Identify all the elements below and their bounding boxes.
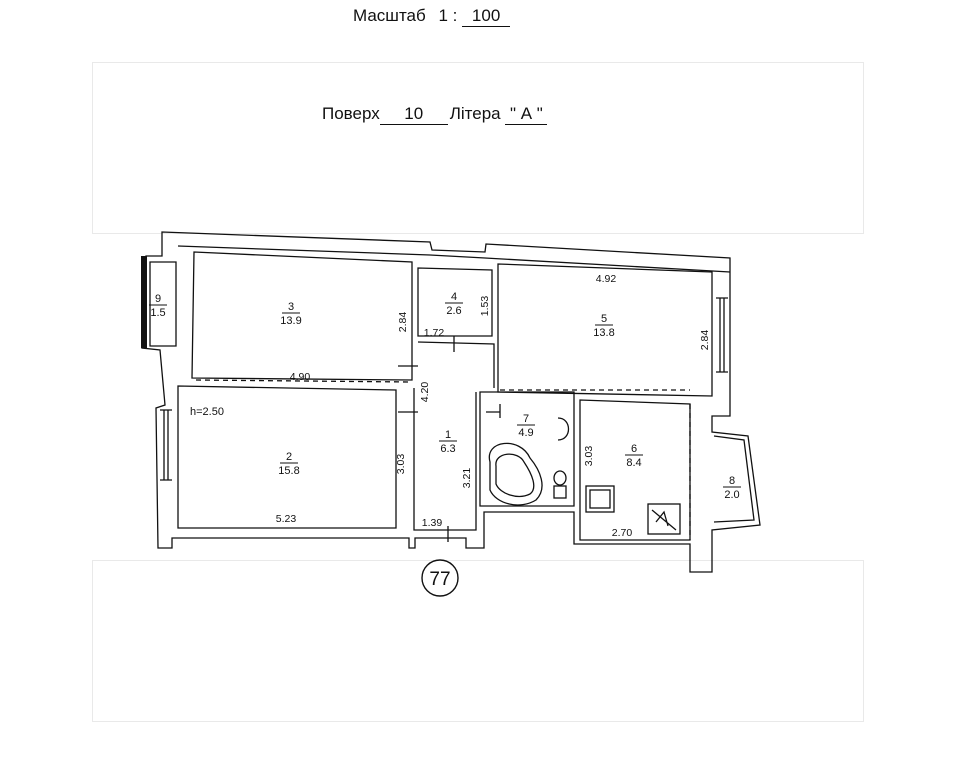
floor-value: 10 (379, 104, 448, 125)
room-8-number: 8 (729, 475, 735, 487)
window-right (716, 297, 728, 373)
letter-value: " А " (505, 104, 548, 125)
room-6-outline (579, 399, 691, 541)
room-7-outline (479, 391, 575, 507)
bathtub (488, 442, 543, 506)
room-7-area: 4.9 (518, 427, 533, 439)
corridor-wall (417, 341, 495, 388)
room-9-outline (149, 261, 177, 347)
washbasin (557, 417, 570, 441)
letter-label: Літера (449, 104, 501, 123)
dimension-d-4-92: 4.92 (596, 273, 617, 285)
scale-line: Масштаб 1 : 100 (353, 6, 511, 27)
room-9-label: 91.5 (149, 293, 167, 319)
outer-wall (141, 231, 761, 573)
room-3-number: 3 (288, 301, 294, 313)
dimension-d-3-03-r2: 3.03 (395, 454, 407, 475)
room-6-number: 6 (631, 443, 637, 455)
room-2-number: 2 (286, 451, 292, 463)
room-6-label: 68.4 (625, 443, 643, 469)
apartment-circle (421, 559, 459, 597)
scale-value: 100 (462, 6, 511, 27)
doorway-dashed (195, 379, 413, 383)
room-4-outline (417, 267, 493, 337)
sink-counter (647, 503, 681, 535)
ceiling-height: h=2.50 (190, 406, 224, 418)
room-9-area: 1.5 (150, 307, 165, 319)
floor-label: Поверх (322, 104, 380, 123)
scan-artifact-frame (92, 62, 864, 234)
room-2-outline (177, 385, 397, 529)
room-4-area: 2.6 (446, 305, 461, 317)
dimension-d-3-03-r6: 3.03 (583, 446, 595, 467)
dimension-d-3-21: 3.21 (461, 468, 473, 489)
room-7-label: 74.9 (517, 413, 535, 439)
room-2-label: 215.8 (278, 451, 299, 477)
scan-artifact-frame (92, 560, 864, 722)
toilet-tank (553, 485, 567, 499)
room-5-label: 513.8 (593, 313, 614, 339)
dimension-d-2-84-r5: 2.84 (699, 330, 711, 351)
dim-ticks (398, 336, 501, 542)
dimension-d-4-90: 4.90 (290, 371, 311, 383)
room-2-area: 15.8 (278, 465, 299, 477)
scale-ratio: 1 : (438, 6, 458, 25)
room-1-label: 16.3 (439, 429, 457, 455)
room-8-outline (713, 435, 755, 523)
dimension-d-1-72: 1.72 (424, 327, 445, 339)
room-1-outline (413, 388, 477, 531)
room-4-label: 42.6 (445, 291, 463, 317)
stove-inner (589, 489, 611, 509)
bathtub-inner (495, 453, 535, 498)
sink-mark (651, 509, 677, 531)
dimension-d-1-53: 1.53 (479, 296, 491, 317)
room-5-area: 13.8 (593, 327, 614, 339)
toilet (553, 470, 567, 486)
room-1-area: 6.3 (440, 443, 455, 455)
room-5-number: 5 (601, 313, 607, 325)
window-left (160, 409, 172, 481)
dimension-d-2-70: 2.70 (612, 527, 633, 539)
dimension-d-5-23: 5.23 (276, 513, 297, 525)
room-7-number: 7 (523, 413, 529, 425)
dimension-d-1-39: 1.39 (422, 517, 443, 529)
stove (585, 485, 615, 513)
dimension-d-2-84-r3: 2.84 (397, 312, 409, 333)
room-1-number: 1 (445, 429, 451, 441)
room-5-outline (497, 263, 713, 397)
room-3-area: 13.9 (280, 315, 301, 327)
dimension-d-4-20: 4.20 (419, 382, 431, 403)
apartment-number: 77 (429, 569, 450, 590)
room-3-label: 313.9 (280, 301, 301, 327)
room-3-outline (191, 251, 413, 381)
room-6-area: 8.4 (626, 457, 641, 469)
scale-label: Масштаб (353, 6, 426, 25)
room-9-wall-shade (141, 256, 147, 348)
inner-wall-top (177, 245, 731, 273)
room-8-area: 2.0 (724, 489, 739, 501)
room-9-number: 9 (155, 293, 161, 305)
room-4-number: 4 (451, 291, 457, 303)
room-8-label: 82.0 (723, 475, 741, 501)
